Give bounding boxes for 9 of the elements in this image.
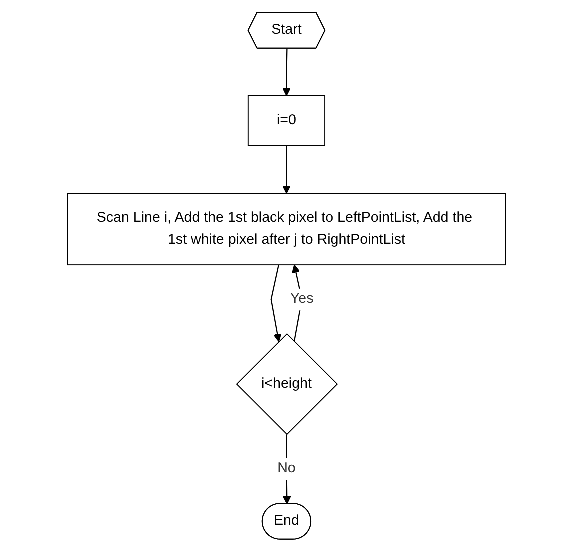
- edge-label: No: [277, 460, 296, 476]
- arrow: [292, 264, 302, 342]
- edge-label: Yes: [290, 290, 314, 307]
- node-diamond: i<height: [236, 333, 338, 436]
- node-box: i=0: [248, 96, 326, 146]
- node-box: Scan Line i, Add the 1st black pixel to LeftPointList, Add the 1st white pixel after j to RightPointList: [66, 193, 506, 266]
- arrow: [282, 48, 291, 96]
- arrow: [282, 146, 291, 194]
- arrow: [270, 264, 282, 342]
